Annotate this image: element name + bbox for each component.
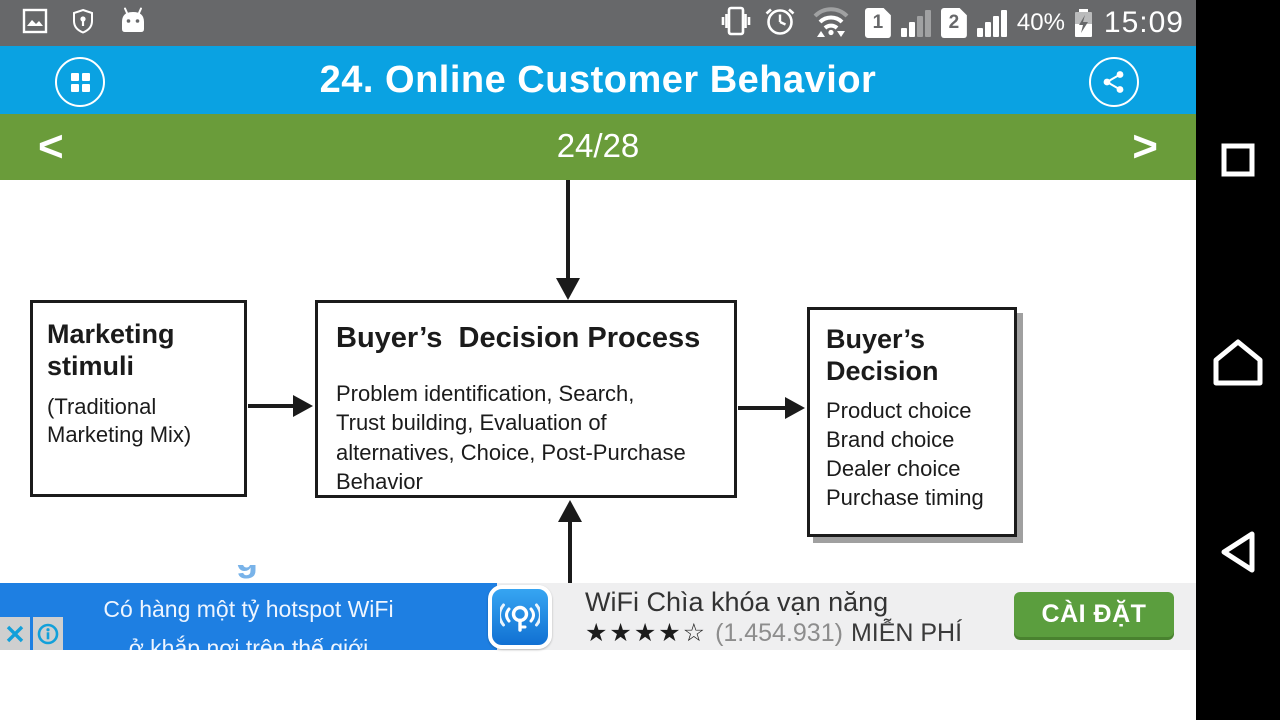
pager-bar: < 24/28 > [0, 114, 1196, 180]
box-title: Buyer’s Decision [826, 324, 939, 386]
menu-grid-icon [70, 72, 90, 92]
box-title: Buyer’s Decision Process [336, 322, 701, 354]
box-title: Marketing stimuli [47, 319, 183, 381]
android-nav-bar [1196, 0, 1280, 720]
slide-counter: 24/28 [556, 127, 640, 164]
list-item: Dealer choice [826, 456, 961, 482]
next-slide-button[interactable]: > [1132, 122, 1158, 171]
box-subtitle: (Traditional Marketing Mix) [47, 393, 192, 448]
alarm-icon [763, 4, 797, 43]
ad-banner[interactable]: Có hàng một tỷ hotspot WiFi ở khắp nơi t… [0, 583, 1196, 650]
ad-info-button[interactable] [33, 617, 63, 650]
recents-button[interactable] [1196, 125, 1280, 195]
battery-charging-icon [1074, 9, 1092, 37]
list-item: Purchase timing [826, 485, 984, 511]
status-bar: 1 2 40% 15:09 [0, 0, 1196, 46]
signal-weak-icon [900, 9, 931, 37]
page-title: 24. Online Customer Behavior [319, 58, 877, 101]
sim1-badge: 1 [864, 8, 891, 38]
ad-close-button[interactable] [0, 617, 30, 650]
info-icon [37, 623, 59, 644]
recents-square-icon [1221, 143, 1255, 177]
share-button[interactable] [1089, 57, 1139, 107]
share-icon [1103, 71, 1124, 93]
box-items: Product choice Brand choice Dealer choic… [826, 396, 998, 513]
wifi-app-icon[interactable] [488, 585, 552, 649]
decision-process-box: Buyer’s Decision Process Problem identif… [315, 300, 737, 498]
buyers-decision-box: Buyer’s Decision Product choice Brand ch… [807, 307, 1017, 537]
flowchart-arrows [248, 180, 805, 585]
marketing-stimuli-box: Marketing stimuli (Traditional Marketing… [30, 300, 247, 497]
rating-stars: ★★★★☆ [585, 619, 708, 647]
privacy-shield-icon [70, 8, 96, 39]
status-bar-system: 1 2 40% 15:09 [719, 3, 1196, 44]
back-button[interactable] [1196, 517, 1280, 587]
vibrate-icon [719, 5, 753, 42]
ad-headline: Có hàng một tỷ hotspot WiFi [103, 596, 394, 622]
app-header: 24. Online Customer Behavior [0, 46, 1196, 114]
ad-rating-row: ★★★★☆ (1.454.931) MIỄN PHÍ [585, 618, 962, 648]
back-triangle-icon [1221, 531, 1255, 573]
box-body: Problem identification, Search, Trust bu… [336, 381, 686, 494]
gallery-icon [22, 8, 48, 39]
prev-slide-button[interactable]: < [38, 122, 64, 171]
clock-time: 15:09 [1103, 6, 1184, 39]
wifi-icon [807, 3, 855, 44]
cutoff-slide-text: g [230, 565, 280, 582]
home-icon [1213, 339, 1263, 386]
sim2-badge: 2 [940, 8, 967, 38]
menu-button[interactable] [55, 57, 105, 107]
home-button[interactable] [1196, 327, 1280, 397]
ad-subline: ở khắp nơi trên thế giới [128, 635, 369, 650]
ad-app-panel[interactable]: WiFi Chìa khóa vạn năng ★★★★☆ (1.454.931… [488, 583, 1196, 650]
install-button[interactable]: CÀI ĐẶT [1014, 592, 1174, 637]
ad-text-panel[interactable]: Có hàng một tỷ hotspot WiFi ở khắp nơi t… [0, 583, 497, 650]
close-icon [6, 625, 24, 642]
ad-app-title: WiFi Chìa khóa vạn năng [585, 587, 889, 617]
signal-full-icon [976, 9, 1007, 37]
android-marshmallow-icon [118, 6, 148, 41]
list-item: Product choice [826, 397, 972, 423]
price-label: MIỄN PHÍ [850, 618, 963, 647]
battery-percent: 40% [1016, 9, 1065, 36]
status-bar-notifications [0, 6, 148, 41]
rating-count: (1.454.931) [715, 618, 843, 647]
list-item: Brand choice [826, 426, 955, 452]
